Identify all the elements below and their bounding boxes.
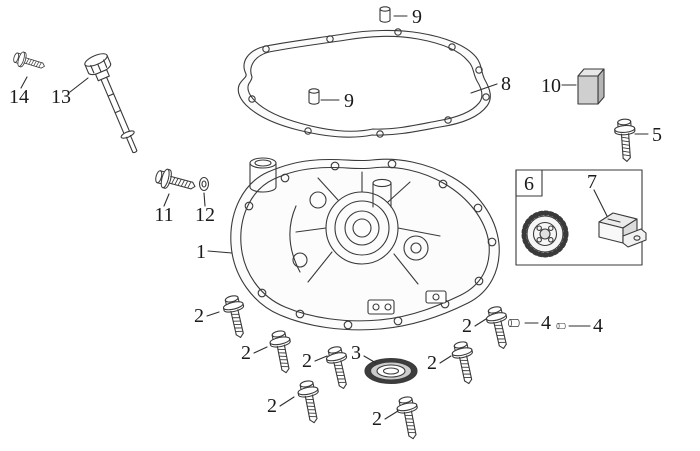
leader-lines — [20, 15, 649, 420]
part-6-governor-gear — [521, 210, 569, 258]
part-2-flange-bolt — [295, 378, 325, 426]
leader-part-13 — [69, 77, 89, 93]
label-part-3: 3 — [351, 342, 361, 364]
label-part-1: 1 — [196, 241, 206, 263]
leader-part-2a — [206, 311, 220, 317]
part-4-pin — [556, 322, 566, 330]
label-part-7: 7 — [587, 171, 597, 193]
label-part-12: 12 — [195, 204, 215, 226]
label-part-2a: 2 — [194, 305, 204, 327]
leader-part-14 — [20, 76, 28, 89]
part-1-crankcase-cover — [230, 157, 500, 331]
label-part-10: 10 — [541, 75, 561, 97]
part-10-plate — [577, 68, 605, 105]
label-part-2f: 2 — [427, 352, 437, 374]
label-part-6: 6 — [524, 173, 534, 195]
leader-part-8 — [470, 83, 498, 94]
leader-part-7 — [593, 189, 608, 217]
label-part-11: 11 — [154, 204, 173, 226]
part-8-gasket — [237, 28, 491, 138]
label-part-4b: 4 — [593, 315, 603, 337]
part-9-dowel-pin-mid — [308, 88, 320, 105]
label-part-8: 8 — [501, 73, 511, 95]
leader-part-2e — [384, 410, 399, 420]
leader-part-2f — [439, 355, 452, 364]
cover-inner-outline — [240, 166, 490, 322]
part-14-bolt — [11, 49, 48, 74]
part-2-flange-bolt — [267, 328, 297, 376]
label-part-5: 5 — [652, 124, 662, 146]
leader-part-3 — [363, 355, 377, 364]
label-part-9-mid: 9 — [344, 90, 354, 112]
label-part-2g: 2 — [462, 315, 472, 337]
callout-labels: 14 13 9 9 8 10 5 11 12 1 6 7 3 4 4 2 2 2… — [9, 6, 662, 430]
label-part-2c: 2 — [302, 350, 312, 372]
label-part-2e: 2 — [372, 408, 382, 430]
part-2-flange-bolt — [394, 394, 424, 442]
part-2-flange-bolt — [323, 344, 354, 392]
leader-part-2b — [253, 346, 268, 354]
label-part-2b: 2 — [241, 342, 251, 364]
part-13-dipstick — [84, 53, 138, 154]
label-part-2d: 2 — [267, 395, 277, 417]
part-12-washer — [198, 176, 210, 192]
part-4-pin — [508, 319, 520, 327]
label-part-9-top: 9 — [412, 6, 422, 28]
leader-part-2d — [279, 396, 295, 407]
leader-part-1 — [207, 250, 233, 254]
part-3-oil-seal — [364, 357, 418, 385]
part-2-flange-bolt — [483, 304, 514, 352]
part-11-bolt — [153, 166, 198, 197]
label-part-13: 13 — [51, 86, 71, 108]
part-9-dowel-pin-top — [379, 6, 391, 23]
part-2-flange-bolt — [220, 293, 251, 341]
leader-part-2c — [314, 355, 328, 362]
label-part-4a: 4 — [541, 312, 551, 334]
leader-part-12 — [203, 192, 206, 207]
label-part-14: 14 — [9, 86, 29, 108]
leader-part-2g — [474, 318, 487, 327]
leader-part-11 — [163, 193, 170, 207]
part-7-bracket — [598, 212, 647, 248]
part-5-flange-bolt — [613, 117, 638, 163]
part-2-flange-bolt — [449, 339, 480, 387]
